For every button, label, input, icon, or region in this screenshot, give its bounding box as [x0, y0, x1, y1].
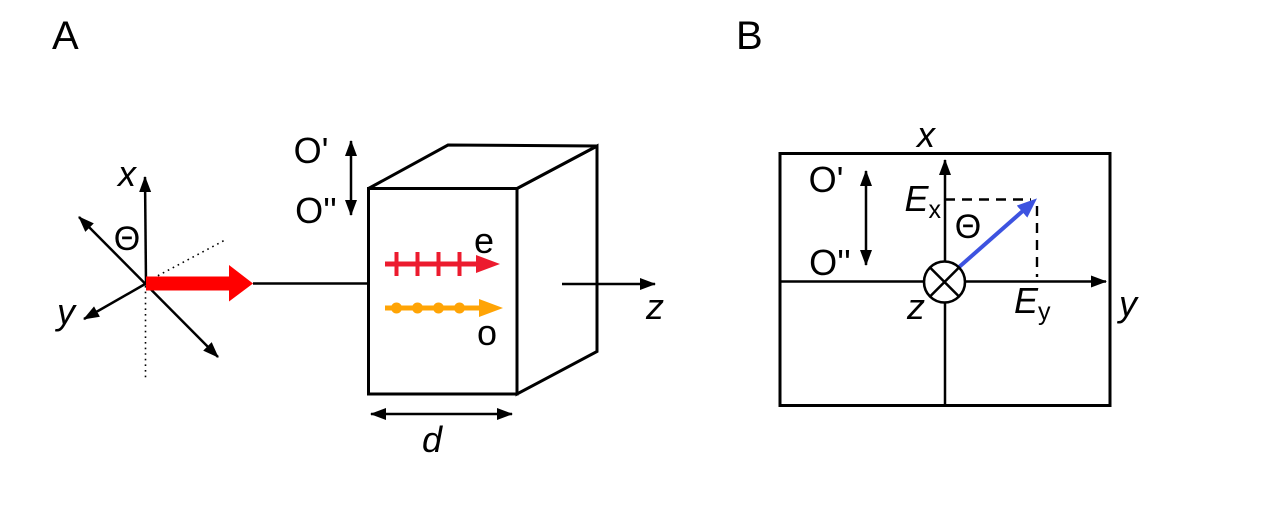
thickness-dimension: d	[370, 408, 513, 460]
o-ray-dot	[454, 302, 465, 314]
crystal-front-face	[367, 187, 519, 396]
y-axis-arrow	[83, 282, 147, 321]
crystal-box	[367, 143, 599, 397]
y-axis-label-b: y	[1116, 283, 1139, 324]
thickness-label: d	[422, 419, 443, 460]
dotted-diagonal-guide	[147, 239, 226, 282]
o-prime-label-b: O'	[809, 159, 844, 200]
z-axis-label-b: z	[906, 286, 925, 327]
Ey-label: Ey	[1014, 280, 1051, 326]
panel-b: B x y O' O'' Ex	[736, 14, 1139, 407]
Ex-label: Ex	[904, 178, 941, 224]
o-double-prime-label-b: O''	[809, 242, 851, 283]
E-field-vector-arrow	[956, 198, 1038, 270]
crystal-cross-section-frame	[778, 152, 1112, 407]
beam-arrowhead	[229, 265, 253, 302]
o-double-prime-label-a: O''	[295, 190, 337, 231]
theta-label-a: Θ	[114, 220, 140, 258]
o-prime-label-a: O'	[294, 130, 329, 171]
y-axis-label-a: y	[54, 291, 77, 332]
polarization-labels-b: O' O''	[809, 159, 872, 283]
ordinary-ray: o	[385, 299, 503, 353]
extraordinary-ray: e	[385, 220, 500, 276]
o-ray-label: o	[477, 312, 497, 353]
panel-a-label: A	[52, 14, 79, 58]
o-ray-dot	[412, 302, 423, 314]
field-projection-lines	[945, 198, 1039, 277]
z-axis-a: z	[562, 278, 664, 327]
e-ray-label: e	[474, 220, 494, 261]
o-ray-dot	[391, 302, 402, 314]
panel-a: A x Θ y O' O''	[52, 14, 664, 460]
panel-b-label: B	[736, 14, 763, 58]
theta-label-b: Θ	[955, 208, 981, 246]
x-axis-label-a: x	[116, 153, 138, 194]
input-beam-arrow	[146, 265, 368, 302]
field-component-labels: Ex Θ Ey z	[904, 178, 1051, 327]
beam-shaft	[146, 276, 230, 291]
into-page-cross-line	[929, 266, 960, 298]
z-axis-label-a: z	[645, 286, 664, 327]
z-into-page-symbol	[922, 260, 967, 304]
x-axis-label-b: x	[915, 114, 937, 155]
x-axis-arrow	[139, 176, 152, 284]
input-coordinate-frame: x Θ y	[54, 153, 226, 378]
polarization-labels-a: O' O''	[294, 130, 357, 231]
o-ray-dot	[433, 302, 444, 314]
